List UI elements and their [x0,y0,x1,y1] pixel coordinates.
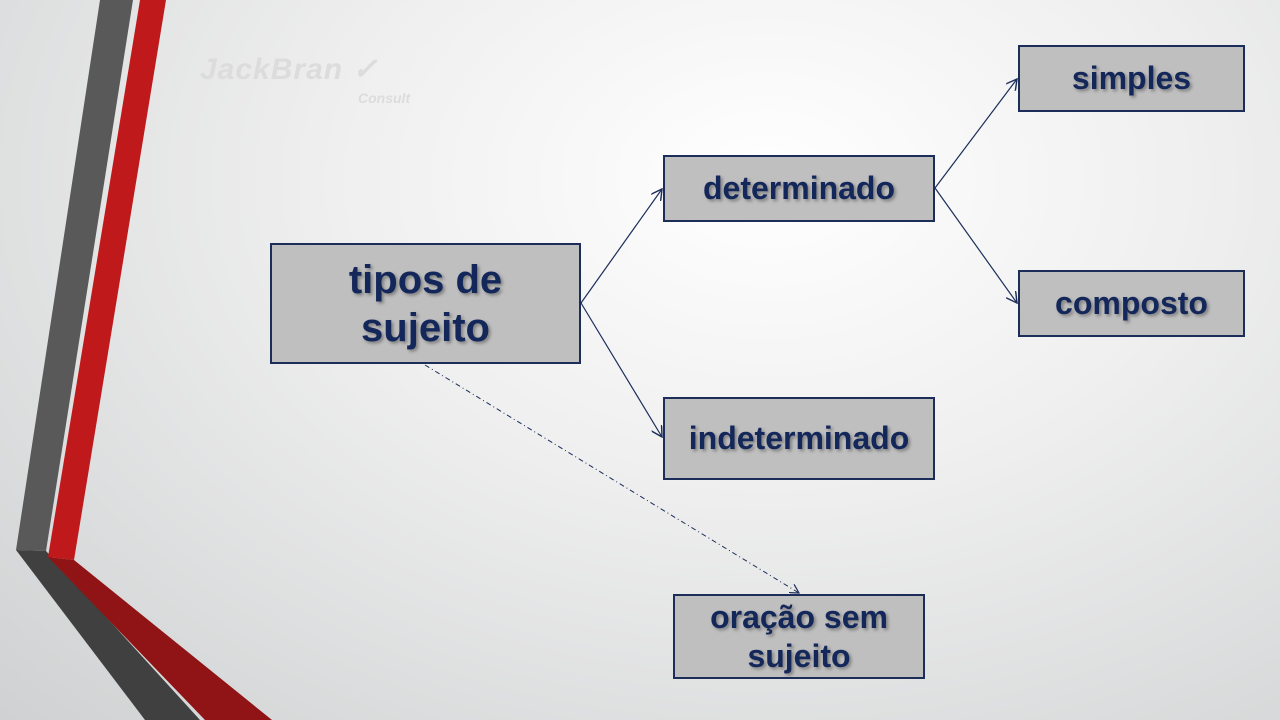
connector-root-indeterminado [580,302,662,437]
node-tipos-de-sujeito: tipos de sujeito [270,243,581,364]
node-determinado: determinado [663,155,935,222]
red-stripe-upper [48,0,166,560]
grey-stripe-lower [16,550,200,720]
connector-root-sem-sujeito [424,364,799,593]
watermark-logo: JackBran ✓Consult [200,53,411,106]
connector-determinado-simples [934,79,1017,189]
node-simples: simples [1018,45,1245,112]
red-stripe-lower [48,557,272,720]
node-oracao-sem-sujeito: oração sem sujeito [673,594,925,679]
grey-stripe-upper [16,0,133,551]
node-indeterminado: indeterminado [663,397,935,480]
connector-root-determinado [580,189,662,304]
connector-determinado-composto [934,187,1017,303]
node-composto: composto [1018,270,1245,337]
